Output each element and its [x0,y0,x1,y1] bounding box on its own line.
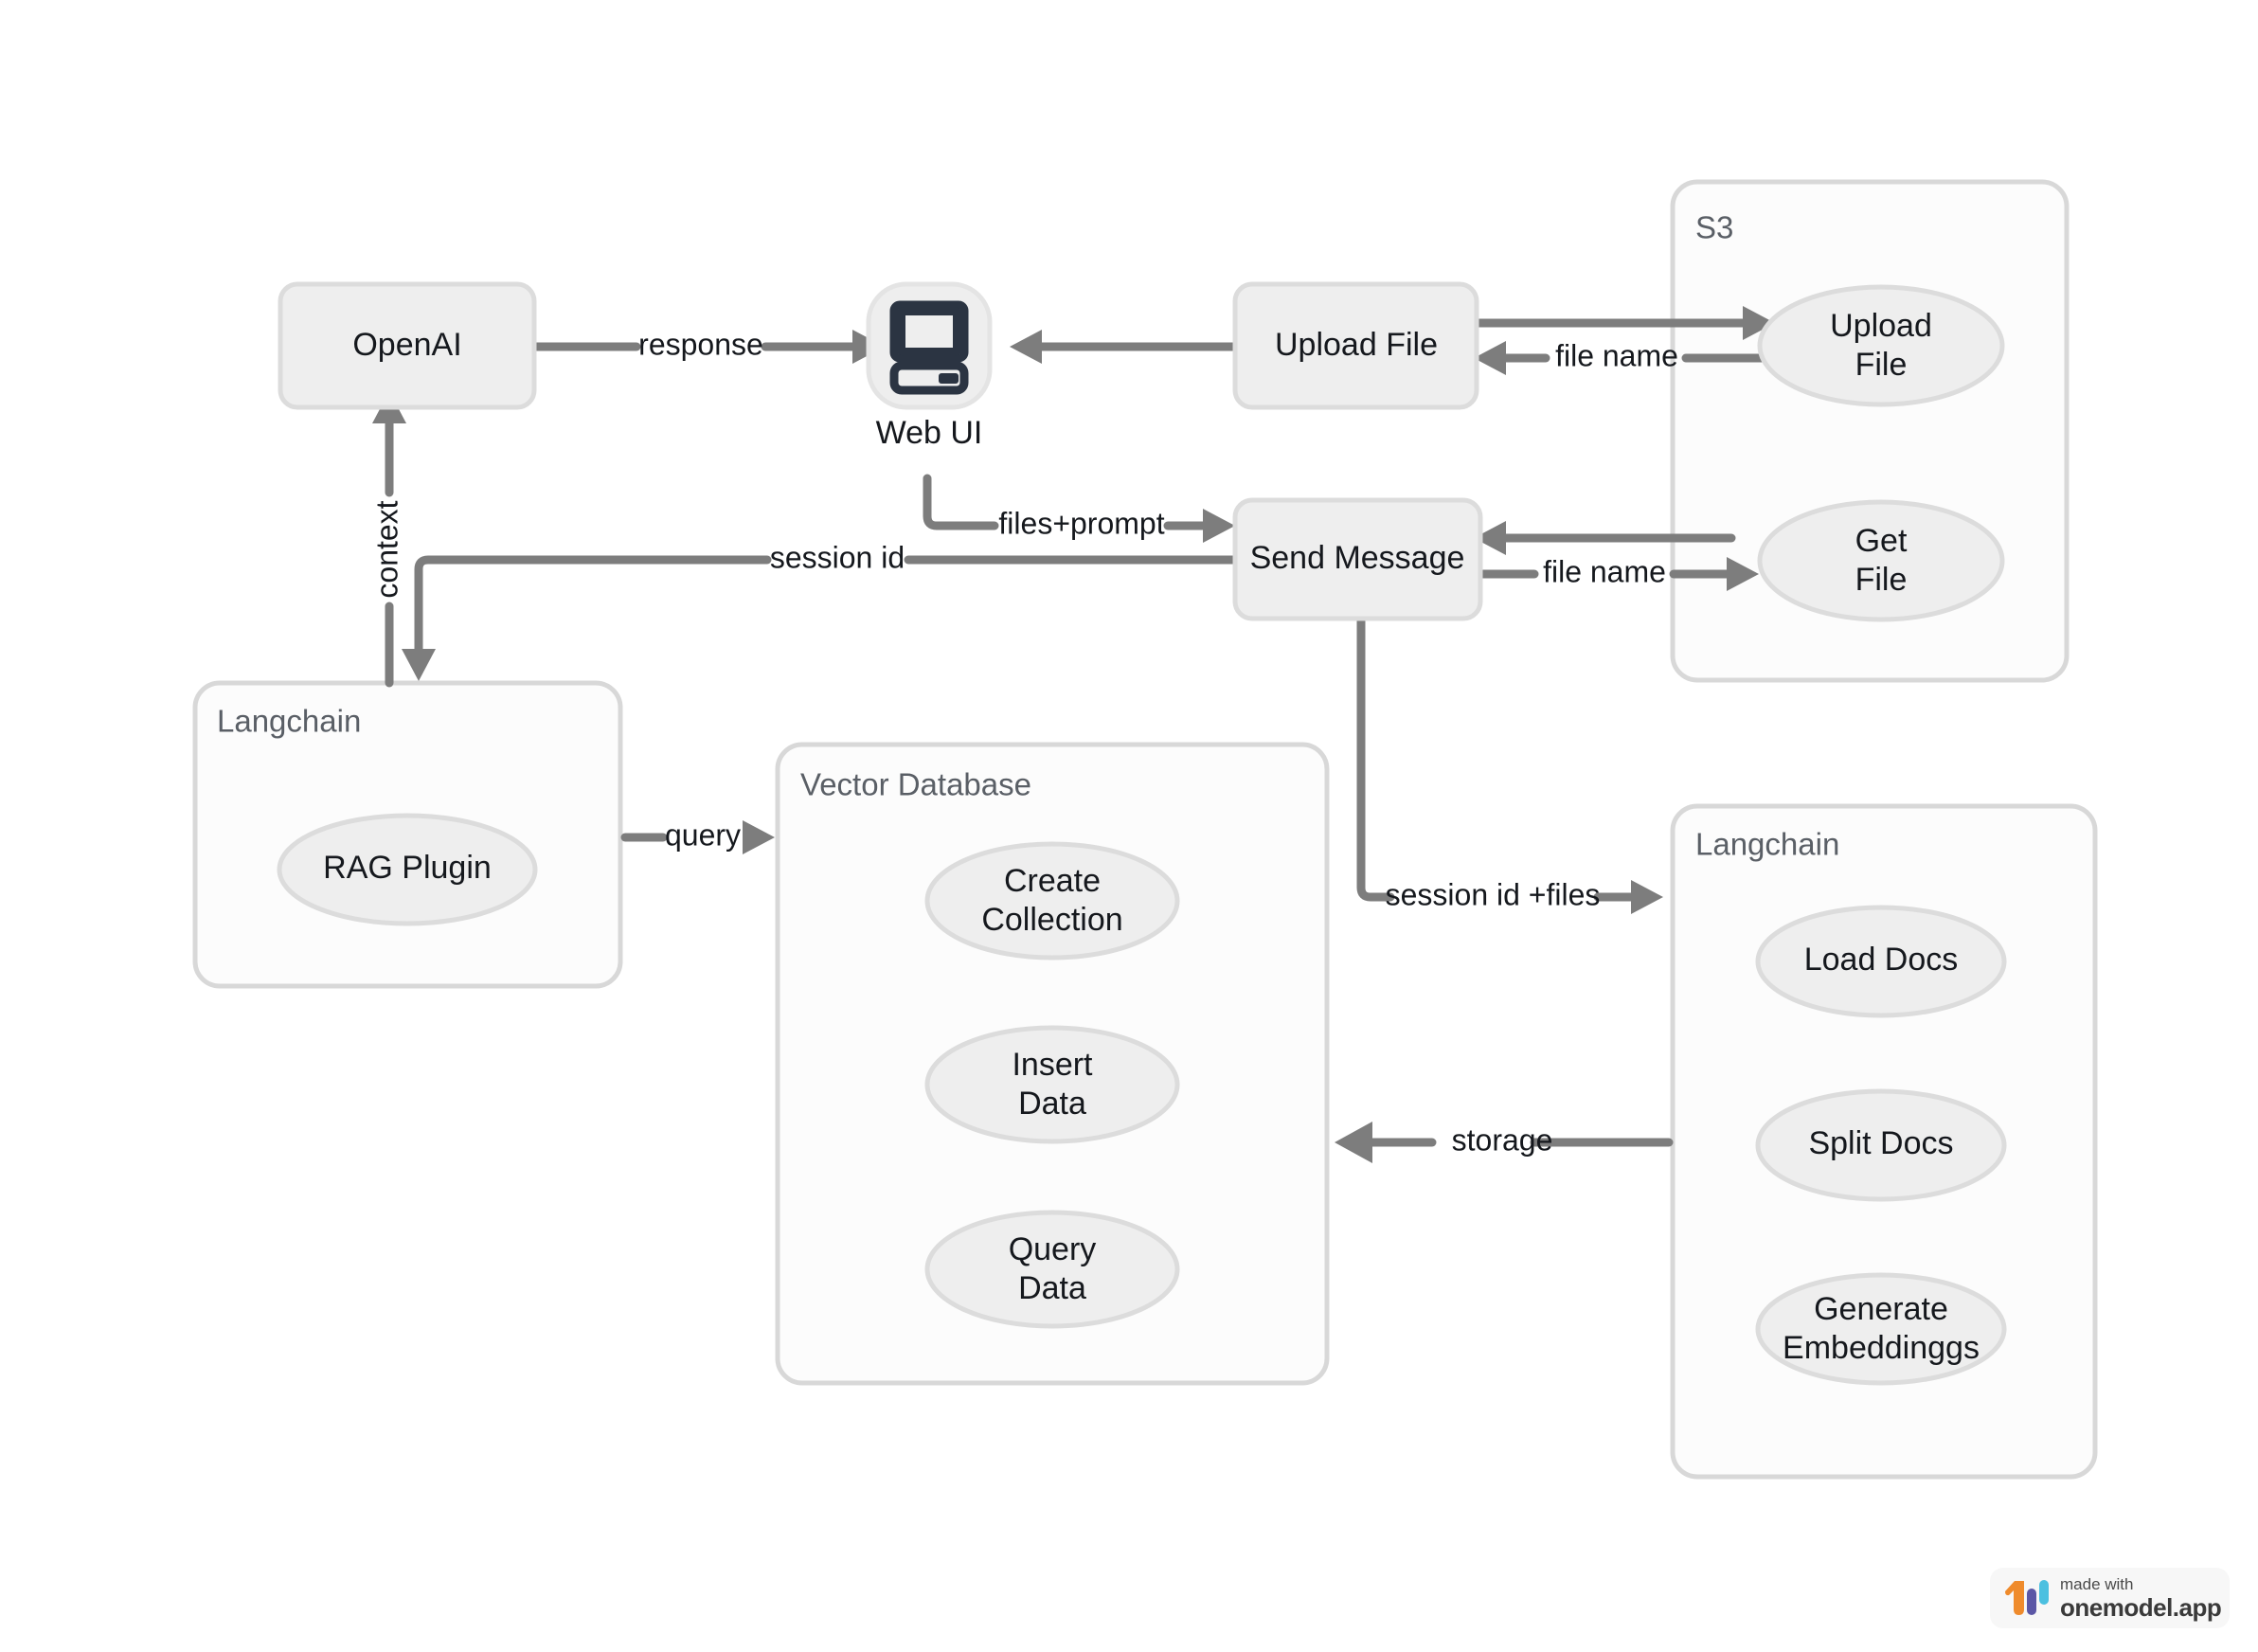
node-s3-get-file-shape [1757,499,2005,622]
node-split-docs-label: Split Docs [1808,1125,1953,1161]
edge-upload-to-s3-arrowhead [1743,306,1775,340]
node-generate-embeddings-label-1: Generate [1814,1291,1948,1327]
edge-query-label: query [665,817,741,852]
watermark-badge[interactable]: made with onemodel.app [1990,1568,2230,1628]
edge-getfile-out [1474,521,1736,555]
node-openai-box [278,281,537,410]
node-split-docs-shape [1755,1088,2007,1202]
node-openai-label: OpenAI [352,327,461,363]
node-s3-upload-file-shape [1757,284,2005,407]
node-s3-upload-file-label-1: Upload [1830,308,1932,344]
group-s3-label: S3 [1695,210,1733,245]
node-upload-file-box-rect [1232,281,1479,410]
node-upload-file-box[interactable]: Upload File [1232,281,1479,410]
node-query-data-label-2: Data [1018,1270,1086,1306]
edge-files-prompt: files+prompt [923,474,1235,543]
edge-context-label: context [369,500,403,598]
edge-query-arrowhead [743,820,775,854]
edge-session-id-files-label: session id +files [1386,877,1601,911]
node-rag-plugin[interactable]: RAG Plugin [277,813,538,926]
node-send-message-rect [1232,497,1483,621]
edge-storage: storage [1335,1122,1674,1163]
watermark-made-with: made with [2060,1575,2134,1593]
edge-s3-filename-arrowhead [1474,341,1506,375]
node-create-collection-label-2: Collection [981,902,1122,938]
edge-files-prompt-label: files+prompt [998,506,1164,540]
edge-storage-label: storage [1452,1122,1553,1157]
node-load-docs-shape [1755,905,2007,1018]
edge-session-id-label: session id [770,540,905,574]
edge-getfile-out-arrowhead [1474,521,1506,555]
edge-context: context [369,391,406,688]
node-query-data-label-1: Query [1009,1231,1097,1267]
node-create-collection[interactable]: Create Collection [924,841,1180,961]
node-insert-data[interactable]: Insert Data [924,1025,1180,1144]
edge-session-id-arrowhead [402,649,436,681]
node-rag-plugin-shape [277,813,538,926]
node-web-ui[interactable]: Web UI [866,281,993,451]
edge-getfile-name: file name [1469,554,1759,591]
edge-files-prompt-arrowhead [1203,509,1235,543]
node-web-ui-label: Web UI [876,415,983,451]
edge-upload-to-webui-arrowhead [1010,330,1042,364]
edge-getfile-name-arrowhead [1727,557,1759,591]
edge-upload-to-s3 [1471,306,1775,340]
edge-session-id: session id [402,540,1238,681]
onemodel-logo-icon [2005,1580,2049,1615]
watermark-brand: onemodel.app [2060,1593,2222,1622]
edge-getfile-name-label: file name [1543,554,1666,588]
node-s3-get-file[interactable]: Get File [1757,499,2005,622]
node-send-message-label: Send Message [1250,540,1465,576]
edge-session-id-files: session id +files [1356,614,1663,914]
node-insert-data-shape [924,1025,1180,1144]
edge-response-label: response [638,327,763,361]
watermark-text: made with onemodel.app [2060,1575,2222,1622]
edge-session-id-files-arrowhead [1631,880,1663,914]
node-upload-file-box-label: Upload File [1275,327,1438,363]
edge-upload-to-webui [1010,330,1239,364]
node-s3-get-file-label-1: Get [1855,523,1908,559]
edge-session-id-files-elbow [1356,614,1395,902]
node-query-data[interactable]: Query Data [924,1210,1180,1329]
node-rag-plugin-label: RAG Plugin [323,850,492,886]
group-vector-database-label: Vector Database [800,767,1031,802]
node-s3-upload-file[interactable]: Upload File [1757,284,2005,407]
computer-monitor-icon [889,300,969,395]
node-openai[interactable]: OpenAI [278,281,537,410]
node-load-docs-label: Load Docs [1804,942,1959,978]
node-generate-embeddings[interactable]: Generate Embeddinggs [1755,1272,2007,1386]
node-generate-embeddings-label-2: Embeddinggs [1783,1330,1980,1366]
node-s3-upload-file-label-2: File [1855,347,1908,383]
node-query-data-shape [924,1210,1180,1329]
node-create-collection-shape [924,841,1180,961]
node-split-docs[interactable]: Split Docs [1755,1088,2007,1202]
node-send-message[interactable]: Send Message [1232,497,1483,621]
node-generate-embeddings-shape [1755,1272,2007,1386]
group-langchain-left-label: Langchain [217,704,361,739]
node-insert-data-label-2: Data [1018,1086,1086,1122]
group-langchain-right-label: Langchain [1695,827,1839,862]
edge-files-prompt-elbow [923,474,999,530]
node-load-docs[interactable]: Load Docs [1755,905,2007,1018]
node-create-collection-label-1: Create [1004,863,1101,899]
node-insert-data-label-1: Insert [1012,1047,1093,1083]
edge-response: response [531,327,885,364]
node-s3-get-file-label-2: File [1855,562,1908,598]
edge-query: query [620,817,775,854]
edge-s3-filename: file name [1474,338,1768,375]
edge-storage-arrowhead [1335,1122,1372,1163]
edge-s3-filename-label: file name [1555,338,1678,372]
edge-session-id-elbow [414,555,772,654]
